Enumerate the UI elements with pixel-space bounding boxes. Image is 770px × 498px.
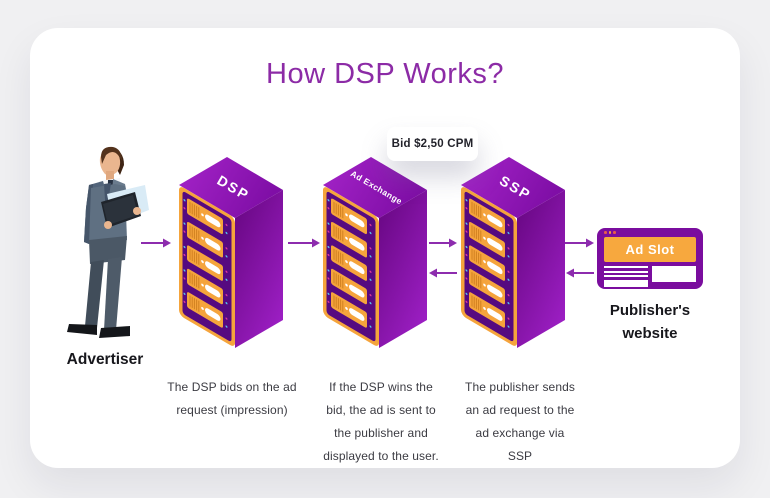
browser-content-pane [652,266,696,282]
browser-text-lines [604,266,648,287]
tower-ad-exchange: Ad Exchange [322,156,428,350]
description-dsp: The DSP bids on the ad request (impressi… [167,380,297,417]
tower-ssp: SSP [460,156,566,350]
bid-tooltip: Bid $2,50 CPM [387,127,478,161]
page-title: How DSP Works? [266,58,504,90]
advertiser-label: Advertiser [66,351,144,368]
description-ad-exchange: If the DSP wins the bid, the ad is sent … [323,380,439,463]
server-tower-graphic: SSP [460,156,566,350]
server-tower-graphic: DSP [178,156,284,350]
tower-dsp: DSP [178,156,284,350]
advertiser-illustration [67,146,149,338]
bid-tooltip-text: Bid $2,50 CPM [391,138,474,150]
ad-slot-banner: Ad Slot [604,237,696,262]
publisher-website-window: Ad Slot [597,228,703,289]
description-ssp: The publisher sends an ad request to the… [465,380,575,463]
publisher-website-label: Publisher's website [609,302,691,342]
server-tower-graphic: Ad Exchange [322,156,428,350]
browser-dots-icon [604,231,616,234]
